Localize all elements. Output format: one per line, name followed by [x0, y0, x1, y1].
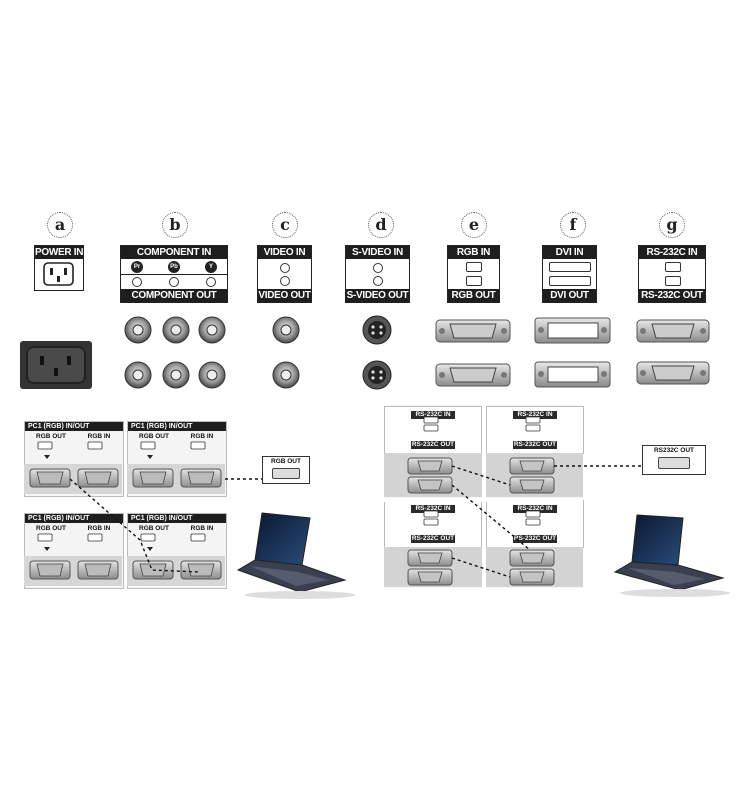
rs-out-text: RS-232C OUT: [513, 441, 557, 449]
dvi-out-title: DVI OUT: [543, 289, 596, 302]
laptop-icon-rgb: [236, 512, 355, 599]
pr-badge: Pr: [131, 261, 143, 273]
letter-g: g: [659, 212, 685, 238]
letter-e: e: [461, 212, 487, 238]
power-in-title: POWER IN: [35, 246, 83, 259]
component-in-title: COMPONENT IN: [121, 246, 227, 259]
rs-in-text: RS-232C IN: [513, 411, 557, 419]
rgb-in-text: RGB IN: [190, 433, 214, 440]
component-label: COMPONENT IN Pr Pb Y COMPONENT OUT: [120, 245, 228, 303]
rs-out-text: RS-232C OUT: [411, 441, 455, 449]
rgb-in-port: [466, 262, 482, 272]
y-badge: Y: [205, 261, 217, 273]
vga-port-icon: [272, 468, 300, 479]
svideo-label: S-VIDEO IN S-VIDEO OUT: [345, 245, 410, 303]
rs-panel-1-label: RS-232C IN RS-232C OUT: [384, 406, 482, 454]
rs-out-text: RS-232C OUT: [411, 535, 455, 543]
power-inlet-icon: [20, 341, 92, 389]
svideo-out-title: S-VIDEO OUT: [346, 289, 409, 302]
rgb-laptop-label-text: RGB OUT: [271, 458, 301, 465]
pb-out-circle: [169, 277, 179, 287]
dvi-in-port: [549, 262, 591, 272]
rgb-out-text: RGB OUT: [36, 525, 66, 532]
rgb-out-text: RGB OUT: [139, 433, 169, 440]
power-socket-icon: [43, 262, 74, 286]
rs-laptop-label-text: RS232C OUT: [653, 447, 695, 454]
letter-a: a: [47, 212, 73, 238]
dvi-in-title: DVI IN: [543, 246, 596, 259]
rs232-out-title: RS-232C OUT: [639, 289, 705, 302]
component-channels: Pr Pb Y: [121, 259, 227, 289]
rgb-laptop-label: RGB OUT: [262, 456, 310, 484]
rs232-in-port: [665, 262, 681, 272]
rgb-out-text: RGB OUT: [139, 525, 169, 532]
pb-badge: Pb: [168, 261, 180, 273]
dvi-ports: [534, 317, 611, 388]
svideo-jacks: [362, 315, 392, 390]
svideo-out-circle: [373, 276, 383, 286]
rgb-panel-title: PC1 (RGB) IN/OUT: [128, 514, 226, 523]
rgb-out-title: RGB OUT: [448, 289, 499, 302]
rs232-chain-graphics: [384, 404, 730, 597]
rs-out-text: RS-232C OUT: [513, 535, 557, 543]
rgb-in-text: RGB IN: [87, 525, 111, 532]
laptop-icon-rs232: [613, 514, 730, 597]
rgb-panel-title: PC1 (RGB) IN/OUT: [128, 422, 226, 431]
rs-in-text: RS-232C IN: [411, 505, 455, 513]
rgb-in-text: RGB IN: [87, 433, 111, 440]
rgb-panel-title: PC1 (RGB) IN/OUT: [25, 514, 123, 523]
rgb-in-text: RGB IN: [190, 525, 214, 532]
pr-out-circle: [132, 277, 142, 287]
rs232-in-title: RS-232C IN: [639, 246, 705, 259]
video-rca-jacks: [272, 316, 300, 389]
letter-c: c: [272, 212, 298, 238]
video-out-title: VIDEO OUT: [258, 289, 311, 302]
rs-in-text: RS-232C IN: [513, 505, 557, 513]
letter-d: d: [368, 212, 394, 238]
rs232-ports: [636, 319, 710, 385]
rgb-in-title: RGB IN: [448, 246, 499, 259]
rs232-label: RS-232C IN RS-232C OUT: [638, 245, 706, 303]
y-out-circle: [206, 277, 216, 287]
connector-row: [20, 315, 710, 390]
rs-in-text: RS-232C IN: [411, 411, 455, 419]
rgb-panel-title: PC1 (RGB) IN/OUT: [25, 422, 123, 431]
rs232-out-port: [665, 276, 681, 286]
rgb-out-text: RGB OUT: [36, 433, 66, 440]
serial-port-icon: [658, 457, 690, 469]
dvi-label: DVI IN DVI OUT: [542, 245, 597, 303]
component-out-title: COMPONENT OUT: [121, 289, 227, 302]
rgb-vga-ports: [435, 319, 511, 387]
rgb-chain-graphics: [24, 441, 355, 599]
rs-laptop-label: RS232C OUT: [642, 445, 706, 475]
power-in-label: POWER IN: [34, 245, 84, 291]
letter-b: b: [162, 212, 188, 238]
svideo-in-title: S-VIDEO IN: [346, 246, 409, 259]
video-out-circle: [280, 276, 290, 286]
rgb-out-port: [466, 276, 482, 286]
svideo-in-circle: [373, 263, 383, 273]
letter-f: f: [560, 212, 586, 238]
video-label: VIDEO IN VIDEO OUT: [257, 245, 312, 303]
video-in-circle: [280, 263, 290, 273]
dvi-out-port: [549, 276, 591, 286]
rgb-label: RGB IN RGB OUT: [447, 245, 500, 303]
component-rca-jacks: [124, 316, 226, 389]
video-in-title: VIDEO IN: [258, 246, 311, 259]
